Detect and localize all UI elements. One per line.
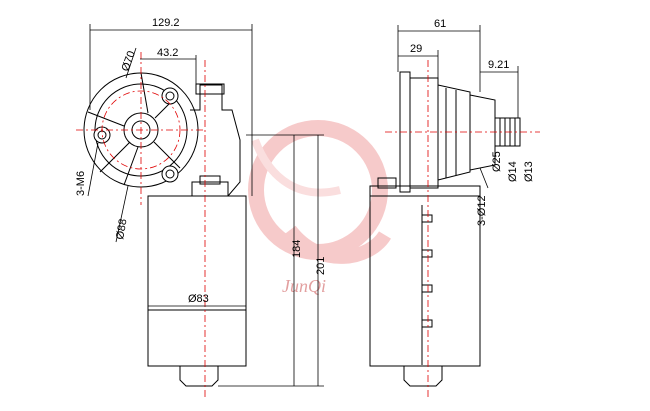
worm-cap — [195, 83, 225, 95]
dim-61: 61 — [434, 18, 446, 30]
housing-ribs — [437, 84, 471, 181]
dim-29: 29 — [410, 43, 422, 55]
motor-slots — [421, 205, 433, 365]
leader-3-12 — [479, 167, 489, 189]
dim-88: Ø88 — [114, 218, 129, 241]
gearbox-ribs — [87, 72, 181, 186]
motor-body — [147, 195, 247, 367]
worm-housing — [190, 84, 241, 197]
dim-14: Ø14 — [507, 161, 519, 182]
watermark-text: JunQi — [282, 276, 326, 296]
side-motor-body — [369, 195, 481, 367]
leader-70 — [125, 47, 137, 79]
dim-25: Ø25 — [491, 151, 503, 172]
dim-m6: 3-M6 — [75, 171, 87, 196]
dim-129: 129.2 — [152, 17, 180, 29]
leader-m6 — [87, 142, 99, 197]
mount-hole-top — [165, 91, 175, 101]
dim-921: 9.21 — [488, 59, 509, 71]
dim-13: Ø13 — [523, 161, 535, 182]
dim-43: 43.2 — [157, 47, 178, 59]
gear-housing-side — [409, 77, 439, 189]
motor-endcap — [179, 366, 219, 387]
dim-184: 184 — [291, 240, 303, 258]
mount-boss-bottom — [161, 165, 179, 183]
bolt-circle — [101, 90, 181, 170]
terminal-block — [377, 177, 397, 189]
mount-hole-bottom — [165, 169, 175, 179]
dim-201: 201 — [315, 257, 327, 275]
side-endcap — [403, 366, 443, 387]
motor-neck — [199, 175, 221, 185]
leader-88 — [115, 185, 129, 243]
dim-3-12: 3-Ø12 — [476, 195, 488, 226]
dim-83: Ø83 — [188, 293, 209, 305]
